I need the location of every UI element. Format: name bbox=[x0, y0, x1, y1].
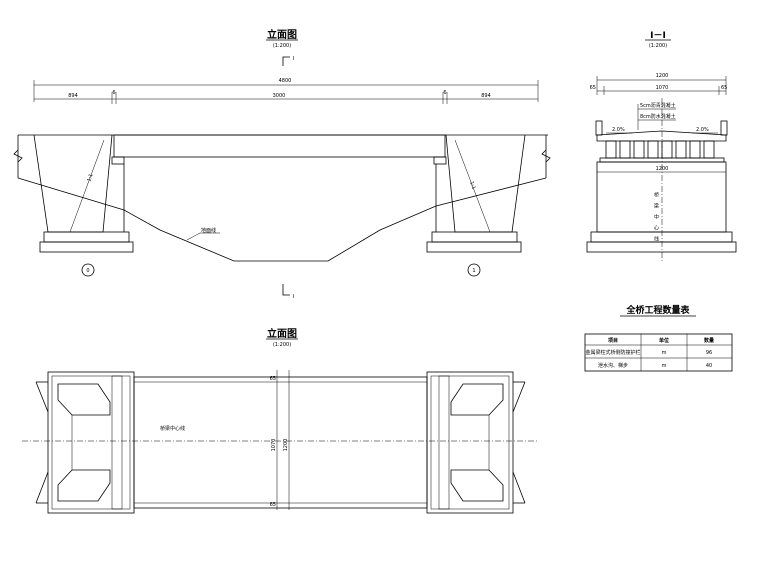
quantity-row1-item: 金属梁柱式桥侧防撞护栏 bbox=[585, 349, 640, 356]
plan-scale: (1:200) bbox=[273, 342, 291, 348]
dim-gap-right: 6 bbox=[443, 90, 446, 96]
section-layer1: 5cm沥青混凝土 bbox=[640, 102, 676, 109]
quantity-table: 全桥工程数量表 项目 单位 数量 金属梁柱式桥侧防撞护栏 m 96 泄水沟、梯步… bbox=[584, 304, 733, 372]
abutment-right-base-2 bbox=[426, 241, 522, 253]
elevation-title: 立面图 bbox=[267, 28, 297, 41]
plan-wingwall-right-top bbox=[450, 383, 504, 416]
plan-title: 立面图 bbox=[267, 327, 297, 340]
section-dim-side-left: 65 bbox=[590, 85, 596, 91]
section-scale: (1:200) bbox=[649, 43, 667, 49]
elevation-scale: (1:200) bbox=[273, 43, 291, 49]
section-railing-right bbox=[720, 120, 728, 136]
abutment-left-base-2 bbox=[39, 241, 134, 253]
pier-marker-right bbox=[467, 263, 481, 277]
section-footing-2 bbox=[586, 241, 737, 253]
elevation-view: 立面图 (1:200) I 4800 894 6 3000 6 894 bbox=[13, 28, 551, 300]
slope-left: 1:1 bbox=[86, 173, 94, 183]
ground-label: 地面线 bbox=[201, 227, 216, 234]
dim-gap-left: 6 bbox=[112, 90, 115, 96]
section-mark-top bbox=[282, 56, 290, 66]
section-dim-inner: 1070 bbox=[656, 85, 669, 91]
section-abutment-body bbox=[596, 161, 727, 233]
quantity-table-title: 全桥工程数量表 bbox=[625, 304, 690, 316]
plan-view: 立面图 (1:200) 桥梁中心线 65 65 1070 1200 bbox=[22, 327, 538, 514]
plan-abutment-right bbox=[426, 371, 514, 514]
abutment-right-base-1 bbox=[431, 231, 518, 243]
section-railing-left bbox=[595, 120, 603, 136]
quantity-row2-item: 泄水沟、梯步 bbox=[598, 362, 628, 369]
plan-dim-outer: 1200 bbox=[283, 439, 289, 452]
section-deck-slab bbox=[596, 130, 727, 142]
pier-marker-left bbox=[81, 263, 95, 277]
plan-deck bbox=[133, 376, 428, 509]
plan-abutment-left bbox=[47, 371, 135, 514]
plan-dim-bottom: 65 bbox=[270, 502, 276, 508]
dim-left: 894 bbox=[68, 93, 78, 99]
quantity-row2-unit: m bbox=[662, 363, 667, 369]
plan-wingwall-left-bottom bbox=[57, 469, 111, 502]
section-slope-right: 2.0% bbox=[696, 127, 709, 133]
plan-dim-top: 65 bbox=[270, 376, 276, 382]
section-dim-total: 1200 bbox=[656, 73, 669, 79]
pier-marker-right-label: 1 bbox=[472, 268, 475, 274]
abutment-right bbox=[445, 134, 526, 233]
plan-dim-inner: 1070 bbox=[271, 439, 277, 452]
ground-line bbox=[17, 177, 547, 262]
section-slope-left: 2.0% bbox=[612, 127, 625, 133]
plan-center-label: 桥梁中心线 bbox=[160, 425, 185, 432]
pier-marker-left-label: 0 bbox=[86, 268, 89, 274]
section-beams bbox=[605, 140, 715, 159]
dim-total: 4800 bbox=[279, 78, 292, 84]
quantity-header-qty: 数量 bbox=[704, 337, 714, 344]
abutment-left-base-1 bbox=[43, 231, 130, 243]
quantity-row1-qty: 96 bbox=[706, 350, 712, 356]
dim-right: 894 bbox=[481, 93, 491, 99]
quantity-header-unit: 单位 bbox=[659, 337, 669, 344]
quantity-row1-unit: m bbox=[662, 350, 667, 356]
bearing-right bbox=[433, 156, 447, 165]
quantity-header-item: 项目 bbox=[608, 337, 618, 344]
quantity-row2-qty: 40 bbox=[706, 363, 712, 369]
section-footing-1 bbox=[590, 231, 733, 243]
plan-wingwall-right-bottom bbox=[450, 469, 504, 502]
quantity-table-frame bbox=[584, 333, 733, 372]
section-dim-side-right: 65 bbox=[721, 85, 727, 91]
section-mark-top-label: I bbox=[293, 56, 294, 62]
section-center-label: 桥梁中心线 bbox=[653, 191, 659, 247]
section-layer2: 8cm防水混凝土 bbox=[640, 113, 676, 120]
section-title: I－I bbox=[650, 31, 666, 41]
plan-wingwall-left-top bbox=[57, 383, 111, 416]
section-mark-bottom-label: I bbox=[293, 294, 294, 300]
dim-middle: 3000 bbox=[273, 93, 286, 99]
slope-right: 1:1 bbox=[468, 181, 476, 191]
main-beam bbox=[113, 134, 446, 158]
bearing-left bbox=[111, 156, 125, 165]
cross-section-view: I－I (1:200) 1200 65 1070 65 5cm沥青混凝土 8cm… bbox=[586, 31, 737, 262]
section-mark-bottom bbox=[282, 284, 290, 296]
